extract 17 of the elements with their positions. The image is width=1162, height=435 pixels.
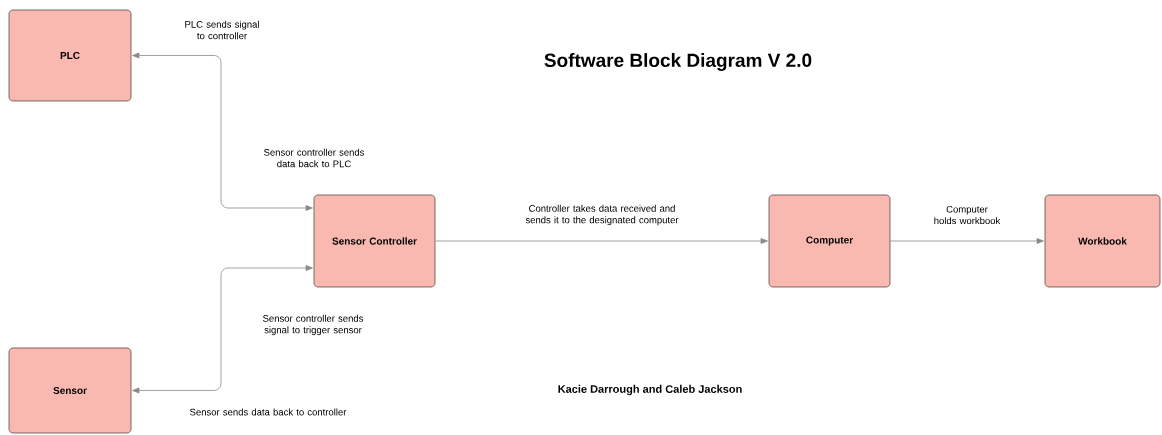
note-text: PLC sends signal to controller [185, 20, 259, 40]
title: Software Block Diagram V 2.0 [544, 53, 812, 71]
process-box: Computer [768, 194, 891, 288]
process-box: PLC [8, 9, 132, 102]
process-box: Sensor [8, 347, 132, 434]
arrow [435, 238, 768, 244]
author-credit: Kacie Darrough and Caleb Jackson [558, 384, 742, 396]
edge-label: Sensor controller sends signal to trigger sensor [263, 314, 364, 336]
arrow [132, 265, 313, 394]
edge-label: Computer holds workbook [934, 205, 1001, 225]
process-box: Workbook [1044, 194, 1161, 288]
process-box: Sensor Controller [313, 194, 436, 288]
arrow [132, 52, 313, 211]
edge-label: Controller takes data received and sends it to the designated computer [525, 204, 679, 226]
note-text: Sensor sends data back to controller [190, 408, 347, 416]
arrow [890, 238, 1044, 244]
edge-label: Sensor controller sends data back to PLC [264, 148, 365, 168]
